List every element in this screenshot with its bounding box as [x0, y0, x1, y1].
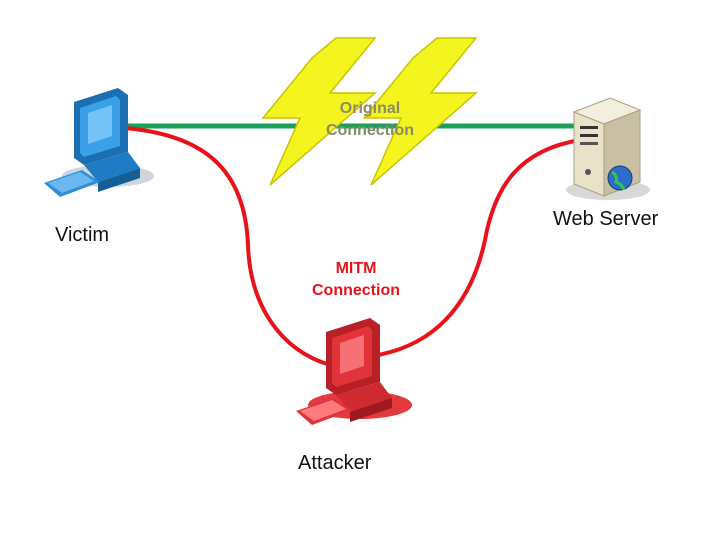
- original-connection-label: Original Connection: [308, 98, 432, 142]
- attacker-computer-icon: [296, 318, 412, 425]
- original-connection-line2: Connection: [326, 122, 414, 139]
- mitm-connection-line1: MITM: [335, 260, 377, 277]
- globe-icon: [607, 165, 633, 191]
- victim-label: Victim: [55, 224, 110, 246]
- original-connection-line1: Original: [339, 100, 401, 117]
- mitm-connection-attacker-server: [377, 138, 581, 357]
- attacker-label: Attacker: [298, 452, 372, 474]
- mitm-connection-line2: Connection: [312, 282, 400, 299]
- mitm-connection-label: MITM Connection: [294, 258, 418, 302]
- web-server-icon: [566, 97, 650, 200]
- lightning-bolt-icon: [261, 37, 478, 186]
- mitm-connection-victim-attacker: [124, 126, 331, 367]
- web-server-label: Web Server: [553, 208, 659, 230]
- victim-computer-icon: [44, 88, 154, 197]
